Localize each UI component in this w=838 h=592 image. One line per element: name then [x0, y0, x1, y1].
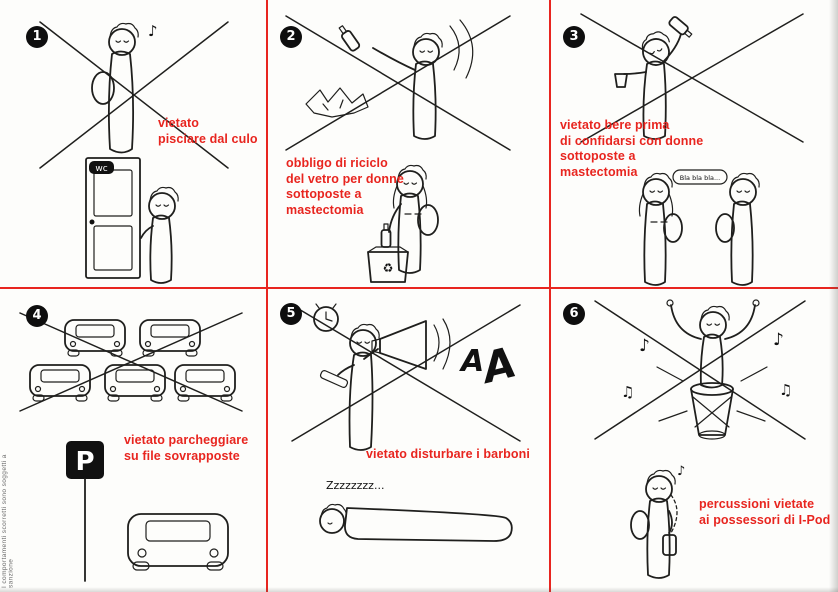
wc-door-scene: wc — [85, 157, 179, 284]
crossed-bottle-thrower — [285, 15, 511, 151]
glass-icon — [614, 73, 628, 88]
panel-5-illustration: A A Zzzzzzzz... — [291, 303, 521, 542]
panel-caption: percussioni vietate ai possessori di I-P… — [699, 497, 831, 527]
prohibition-cross-icon — [580, 13, 804, 143]
scan-edge-right — [829, 0, 838, 592]
panel-3-illustration: Bla bla bla... — [580, 13, 804, 286]
prohibition-cross-icon — [285, 15, 511, 151]
speech-text: Bla bla bla... — [680, 174, 720, 182]
panel-number-badge: 2 — [280, 26, 302, 48]
rolled-paper-icon — [319, 370, 349, 388]
panel-caption: vietato pisciare dal culo — [158, 116, 258, 146]
prohibition-cross-icon — [291, 304, 521, 442]
panel-3: 3 vietato bere prima di confidarsi con d… — [551, 0, 838, 289]
panel-caption: vietato parcheggiare su file sovrapposte — [124, 433, 249, 463]
speech-bubble: Bla bla bla... — [672, 169, 728, 185]
wc-sign-label: wc — [95, 164, 107, 174]
music-note-icon: ♪ — [148, 22, 158, 40]
shout-letter: A — [459, 344, 484, 379]
ipod-device-icon — [662, 534, 677, 556]
sleeping-homeless: Zzzzzzzz... — [319, 479, 513, 542]
crossed-drinker — [580, 13, 804, 143]
confiding-pair: Bla bla bla... — [638, 169, 760, 286]
recycle-icon: ♻ — [383, 261, 394, 275]
panel-number-badge: 6 — [563, 303, 585, 325]
panel-caption: vietato bere prima di confidarsi con don… — [560, 118, 704, 179]
megaphone-icon — [371, 320, 427, 370]
drum-icon — [690, 382, 734, 440]
side-disclaimer-text: I comportamenti scorretti sono soggetti … — [1, 454, 15, 588]
parked-car — [127, 513, 229, 571]
prohibition-cross-icon — [19, 312, 243, 412]
crossed-shouter: A A — [291, 303, 521, 451]
earphone-cord — [670, 494, 678, 534]
scan-edge-bottom — [0, 587, 838, 592]
prohibition-cross-icon — [39, 21, 229, 169]
crossed-drummer: ♪ ♫ ♪ ♫ — [594, 299, 806, 440]
drinking-bottle-icon — [668, 16, 693, 38]
panel-1-illustration: ♪ wc — [39, 21, 229, 284]
panel-2: 2 obbligo di riciclo del vetro per donne… — [268, 0, 551, 289]
music-note-icon: ♫ — [621, 383, 634, 401]
music-note-icon: ♪ — [639, 336, 650, 356]
wc-sign — [89, 161, 114, 174]
flying-bottle-icon — [338, 25, 361, 52]
clock-icon — [313, 303, 339, 332]
music-note-icon: ♪ — [677, 464, 685, 479]
music-note-icon: ♫ — [779, 381, 792, 399]
prohibition-cross-icon — [594, 300, 806, 440]
sleep-zzz-text: Zzzzzzzz... — [326, 479, 384, 492]
parking-sign: P — [66, 441, 104, 582]
ipod-listener: ♪ — [630, 464, 685, 579]
panel-6: 6 percussioni vietate ai possessori di I… — [551, 289, 838, 592]
panel-4-illustration: P — [19, 312, 243, 582]
recycle-bin: ♻ — [367, 246, 409, 283]
crossed-parked-cars — [19, 312, 243, 412]
panel-2-illustration: ♻ — [285, 15, 511, 283]
panel-caption: vietato disturbare i barboni — [366, 447, 530, 461]
panel-number-badge: 3 — [563, 26, 585, 48]
panel-6-illustration: ♪ ♫ ♪ ♫ ♪ — [594, 299, 806, 579]
panel-caption: obbligo di riciclo del vetro per donne s… — [286, 156, 404, 217]
recycling-woman: ♻ — [367, 164, 439, 283]
panel-4: 4 vietato parcheggiare su file sovrappos… — [0, 289, 268, 592]
panel-number-badge: 5 — [280, 303, 302, 325]
crossed-figure: ♪ — [39, 21, 229, 169]
music-note-icon: ♪ — [773, 330, 784, 350]
panel-number-badge: 4 — [26, 305, 48, 327]
broken-glass-icon — [305, 87, 369, 118]
panel-5: 5 vietato disturbare i barboni — [268, 289, 551, 592]
parking-sign-label: P — [75, 447, 94, 477]
door-knob — [89, 219, 95, 225]
panel-number-badge: 1 — [26, 26, 48, 48]
shout-letter: A — [475, 337, 521, 393]
panel-1: 1 vietato pisciare dal culo ♪ — [0, 0, 268, 289]
blanket — [344, 507, 513, 542]
